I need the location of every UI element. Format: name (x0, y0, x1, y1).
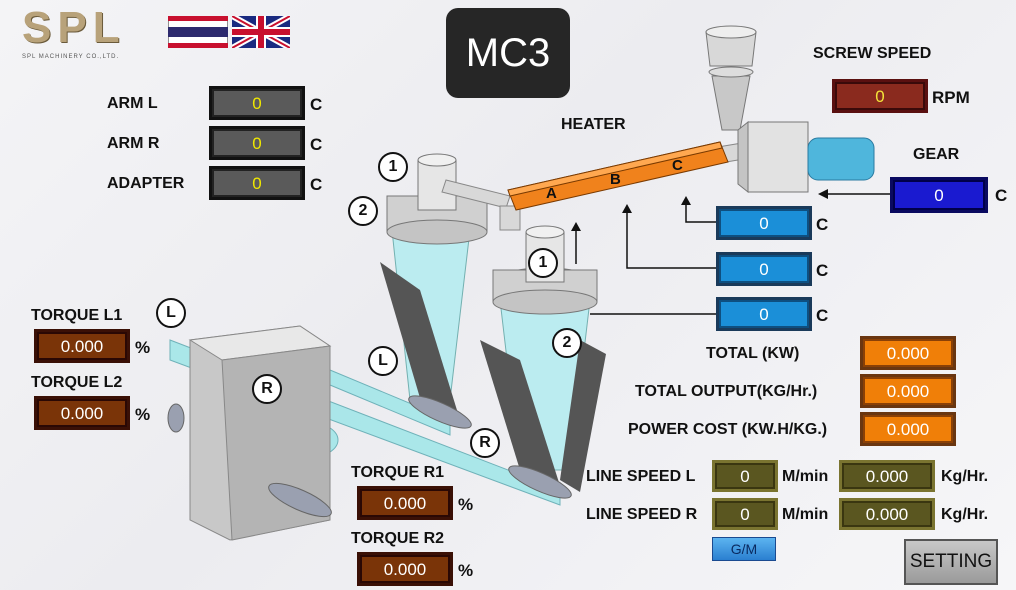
gear-unit: C (995, 186, 1008, 205)
marker-1-left: 1 (378, 152, 408, 182)
heater-c-unit: C (816, 215, 829, 234)
heater-label: HEATER (561, 116, 626, 133)
gm-button[interactable]: G/M (712, 537, 776, 561)
arm-r-value: 0 (209, 126, 305, 160)
total-output-label: TOTAL OUTPUT(KG/Hr.) (635, 383, 818, 400)
marker-2-right: 2 (552, 328, 582, 358)
torque-r1-unit: % (458, 495, 474, 514)
screw-speed-label: SCREW SPEED (813, 45, 932, 62)
machine-title: MC3 (446, 8, 570, 98)
total-kw-value: 0.000 (860, 336, 956, 370)
kg-r-value: 0.000 (839, 498, 935, 530)
marker-r-mid: R (470, 428, 500, 458)
torque-l1-unit: % (135, 338, 151, 357)
heater-a-unit: C (816, 306, 829, 325)
torque-r2-unit: % (458, 561, 474, 580)
total-output-value: 0.000 (860, 374, 956, 408)
torque-l2-unit: % (135, 405, 151, 424)
kg-r-unit: Kg/Hr. (941, 506, 989, 523)
kg-l-value: 0.000 (839, 460, 935, 492)
line-speed-r-value: 0 (712, 498, 778, 530)
power-cost-label: POWER COST (KW.H/KG.) (628, 421, 828, 438)
torque-l1-value: 0.000 (34, 329, 130, 363)
arm-r-unit: C (310, 135, 323, 154)
total-kw-label: TOTAL (KW) (706, 345, 800, 362)
line-speed-l-value: 0 (712, 460, 778, 492)
spl-logo: SPL SPL MACHINERY CO.,LTD. (22, 6, 152, 64)
zone-b-label: B (610, 171, 621, 188)
torque-r1-value: 0.000 (357, 486, 453, 520)
heater-b-value: 0 (716, 252, 812, 286)
screw-speed-unit: RPM (932, 88, 970, 107)
uk-flag[interactable] (232, 16, 290, 48)
gear-value: 0 (890, 177, 988, 213)
marker-l-mid: L (368, 346, 398, 376)
screw-speed-value: 0 (832, 79, 928, 113)
line-speed-r-label: LINE SPEED R (586, 506, 698, 523)
power-cost-value: 0.000 (860, 412, 956, 446)
setting-button[interactable]: SETTING (904, 539, 998, 585)
arm-l-label: ARM L (107, 95, 158, 112)
torque-r1-label: TORQUE R1 (351, 464, 445, 481)
heater-b-unit: C (816, 261, 829, 280)
line-speed-l-label: LINE SPEED L (586, 468, 696, 485)
adapter-label: ADAPTER (107, 175, 185, 192)
marker-r-block: R (252, 374, 282, 404)
marker-2-left: 2 (348, 196, 378, 226)
torque-l2-value: 0.000 (34, 396, 130, 430)
torque-r2-value: 0.000 (357, 552, 453, 586)
adapter-value: 0 (209, 166, 305, 200)
torque-l2-label: TORQUE L2 (31, 374, 123, 391)
zone-a-label: A (546, 185, 557, 202)
torque-l1-label: TORQUE L1 (31, 307, 123, 324)
arm-l-unit: C (310, 95, 323, 114)
line-speed-r-unit: M/min (782, 506, 829, 523)
gear-label: GEAR (913, 146, 960, 163)
marker-l-top: L (156, 298, 186, 328)
torque-r2-label: TORQUE R2 (351, 530, 445, 547)
thai-flag[interactable] (168, 16, 228, 48)
heater-a-value: 0 (716, 297, 812, 331)
heater-c-value: 0 (716, 206, 812, 240)
arm-r-label: ARM R (107, 135, 160, 152)
logo-subtitle: SPL MACHINERY CO.,LTD. (22, 54, 120, 60)
zone-c-label: C (672, 157, 683, 174)
arm-l-value: 0 (209, 86, 305, 120)
kg-l-unit: Kg/Hr. (941, 468, 989, 485)
marker-1-right: 1 (528, 248, 558, 278)
line-speed-l-unit: M/min (782, 468, 829, 485)
logo-text: SPL (22, 3, 126, 52)
adapter-unit: C (310, 175, 323, 194)
